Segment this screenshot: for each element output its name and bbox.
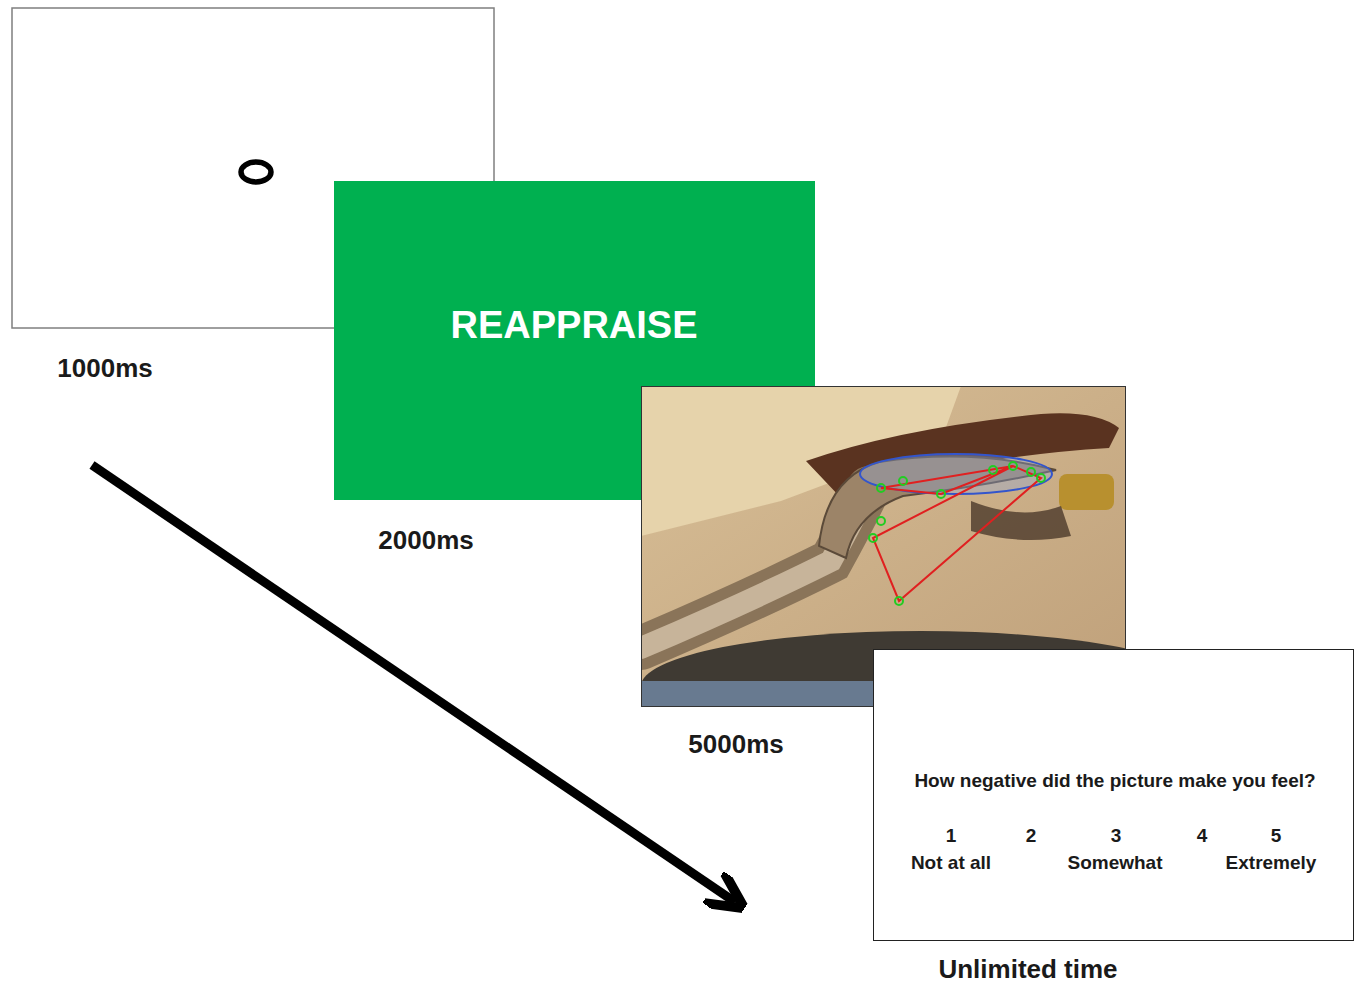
fixation-point — [989, 466, 997, 474]
rating-question: How negative did the picture make you fe… — [914, 770, 1315, 792]
fixation-point — [937, 490, 945, 498]
duration-label: Unlimited time — [938, 955, 1117, 985]
gaze-path — [873, 466, 1041, 601]
instruction-cue: REAPPRAISE — [450, 304, 697, 348]
scale-number: 5 — [1271, 825, 1282, 847]
scale-number: 4 — [1197, 825, 1208, 847]
scale-number: 3 — [1111, 825, 1122, 847]
fixation-point — [899, 477, 907, 485]
fixation-point — [1027, 468, 1035, 476]
gold-object — [1059, 474, 1114, 510]
arrow-line — [92, 465, 735, 902]
shadow — [971, 501, 1071, 540]
scale-anchor: Not at all — [911, 852, 991, 874]
fixation-ring — [241, 162, 271, 182]
duration-label: 1000ms — [57, 354, 152, 384]
fixation-point — [877, 517, 885, 525]
fixation-point — [869, 534, 877, 542]
scale-anchor: Somewhat — [1067, 852, 1162, 874]
duration-label: 2000ms — [378, 526, 473, 556]
scale-number: 2 — [1026, 825, 1037, 847]
fixation-point — [895, 597, 903, 605]
rating-screen: How negative did the picture make you fe… — [873, 649, 1354, 941]
fixation-points — [869, 462, 1045, 605]
fixation-point — [1009, 462, 1017, 470]
fixation-point — [877, 484, 885, 492]
fixation-point — [1037, 474, 1045, 482]
duration-label: 5000ms — [688, 730, 783, 760]
scale-number: 1 — [946, 825, 957, 847]
scale-anchor: Extremely — [1226, 852, 1317, 874]
